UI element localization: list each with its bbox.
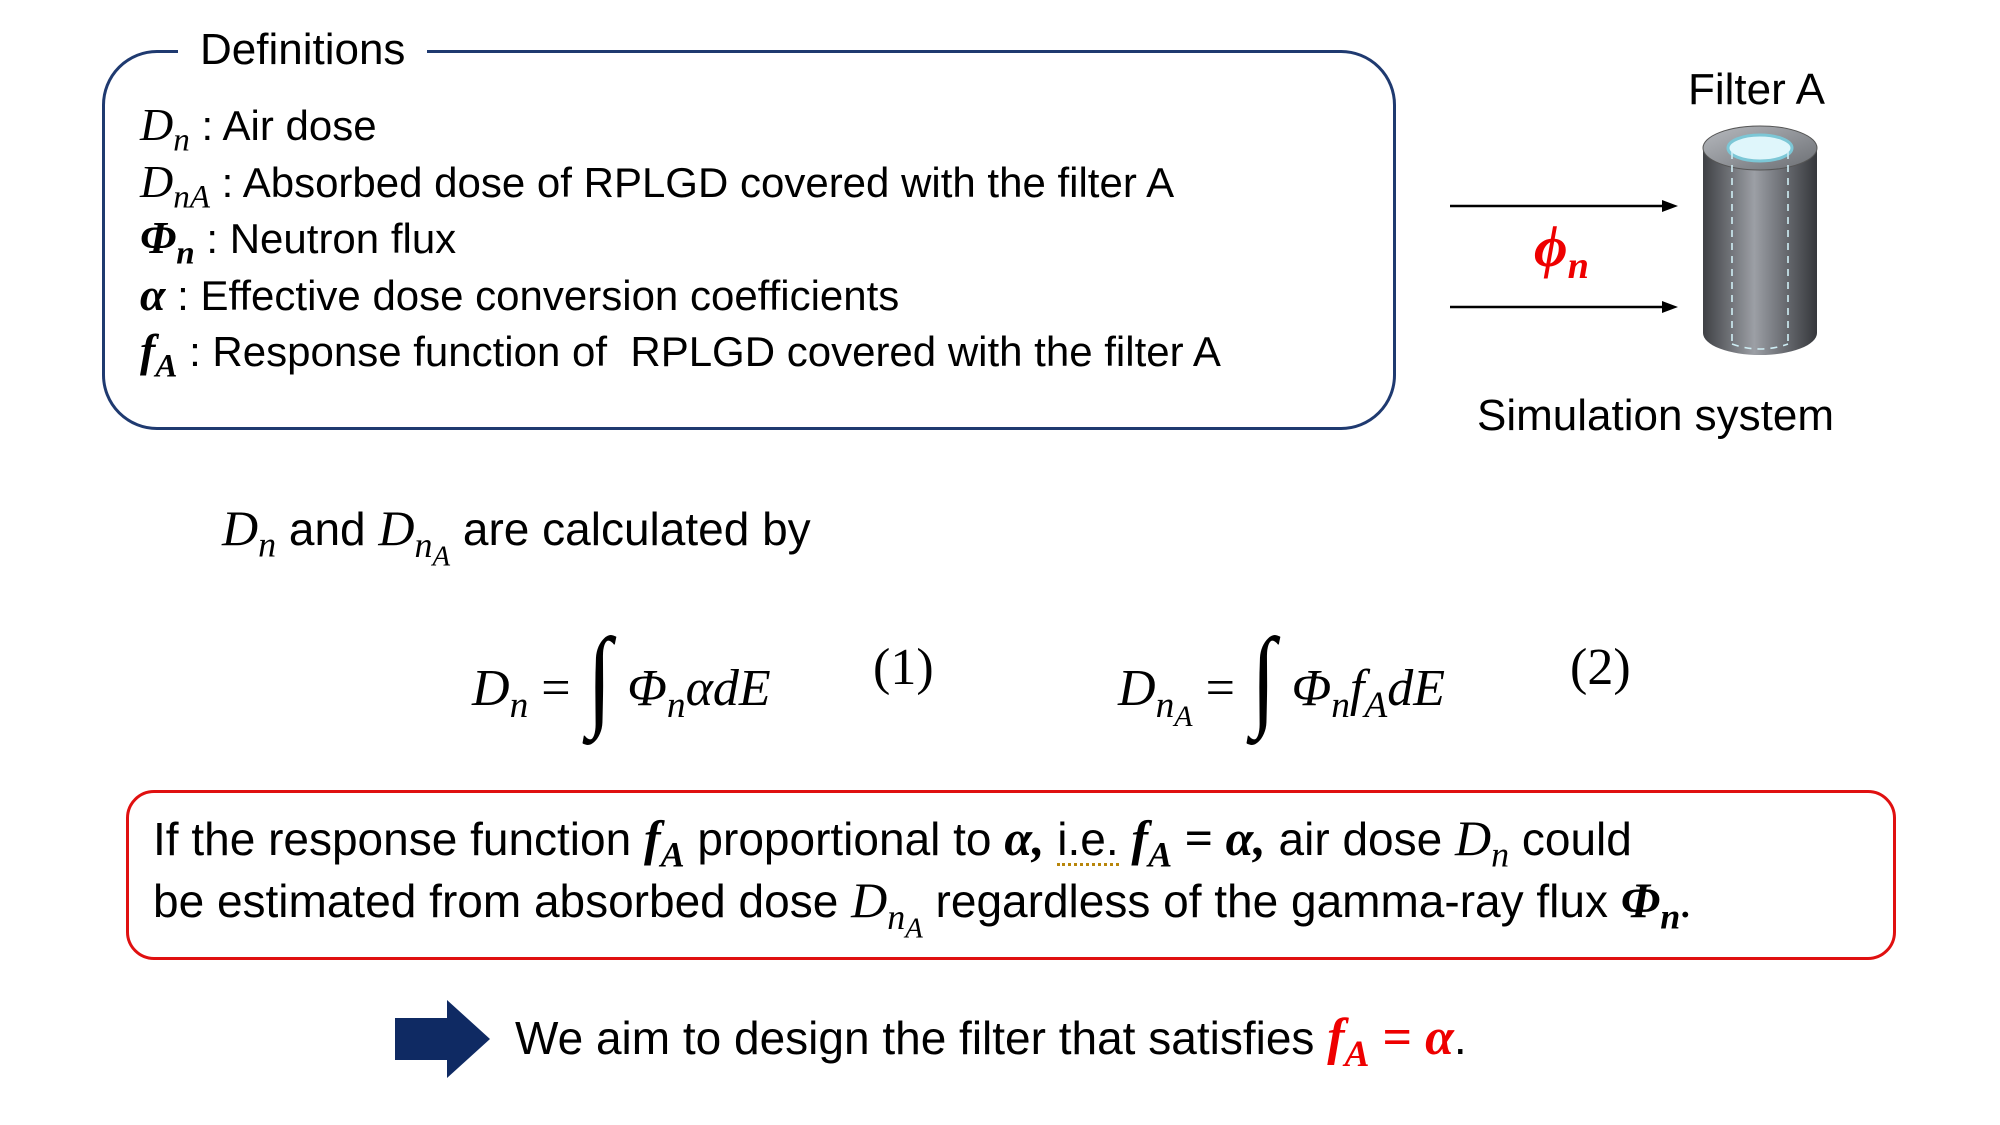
definition-item-neutron-flux: Φn : Neutron flux	[140, 212, 457, 272]
condition-statement-line-2: be estimated from absorbed dose DnA rega…	[153, 872, 1693, 945]
incident-arrow-bottom	[1450, 301, 1678, 313]
filter-cylinder-icon	[1702, 125, 1818, 355]
definitions-box	[102, 50, 1396, 430]
definition-item-conversion-coefficients: α : Effective dose conversion coefficien…	[140, 268, 900, 320]
conclusion-arrow-icon	[395, 1000, 490, 1078]
intro-sentence: Dn and DnA are calculated by	[222, 500, 811, 573]
definition-item-air-dose: Dn : Air dose	[140, 99, 377, 159]
equation-2: DnA = ∫ ΦnfAdE	[1118, 616, 1445, 740]
definition-item-response-function: fA : Response function of RPLGD covered …	[140, 325, 1221, 385]
filter-a-label: Filter A	[1688, 65, 1825, 114]
flux-symbol-label: ϕn	[1534, 214, 1589, 288]
ie-abbreviation: i.e.	[1057, 813, 1119, 866]
condition-statement-box	[126, 790, 1896, 960]
conclusion-statement: We aim to design the filter that satisfi…	[515, 1009, 1467, 1075]
simulation-system-caption: Simulation system	[1477, 391, 1835, 440]
equation-1: Dn = ∫ ΦnαdE	[472, 616, 771, 740]
equation-1-number: (1)	[873, 639, 934, 696]
incident-arrow-top	[1450, 200, 1678, 212]
definitions-title: Definitions	[178, 20, 428, 80]
equation-2-number: (2)	[1570, 639, 1631, 696]
definition-item-absorbed-dose: DnA : Absorbed dose of RPLGD covered wit…	[140, 155, 1175, 216]
definitions-list: Dn : Air dose DnA : Absorbed dose of RPL…	[140, 97, 1221, 385]
condition-statement-line-1: If the response function fA proportional…	[153, 810, 1632, 875]
